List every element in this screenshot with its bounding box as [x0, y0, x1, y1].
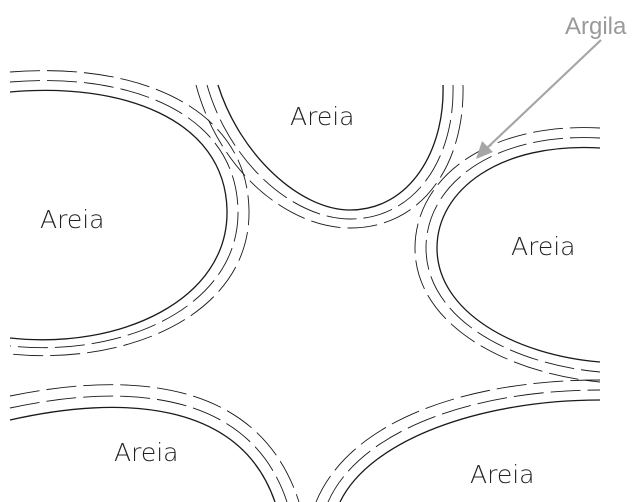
grain-label-right: Areia	[511, 232, 575, 261]
grain-label-left: Areia	[40, 205, 104, 234]
callout-arrow-line	[487, 40, 601, 148]
grain-label-top: Areia	[290, 102, 354, 131]
clay-callout: Argila	[476, 13, 627, 159]
grain-label-bottom-left: Areia	[114, 438, 178, 467]
sand-grain-bottom-right	[316, 380, 600, 502]
grain-label-bottom-right: Areia	[470, 460, 534, 489]
callout-label: Argila	[565, 13, 627, 40]
